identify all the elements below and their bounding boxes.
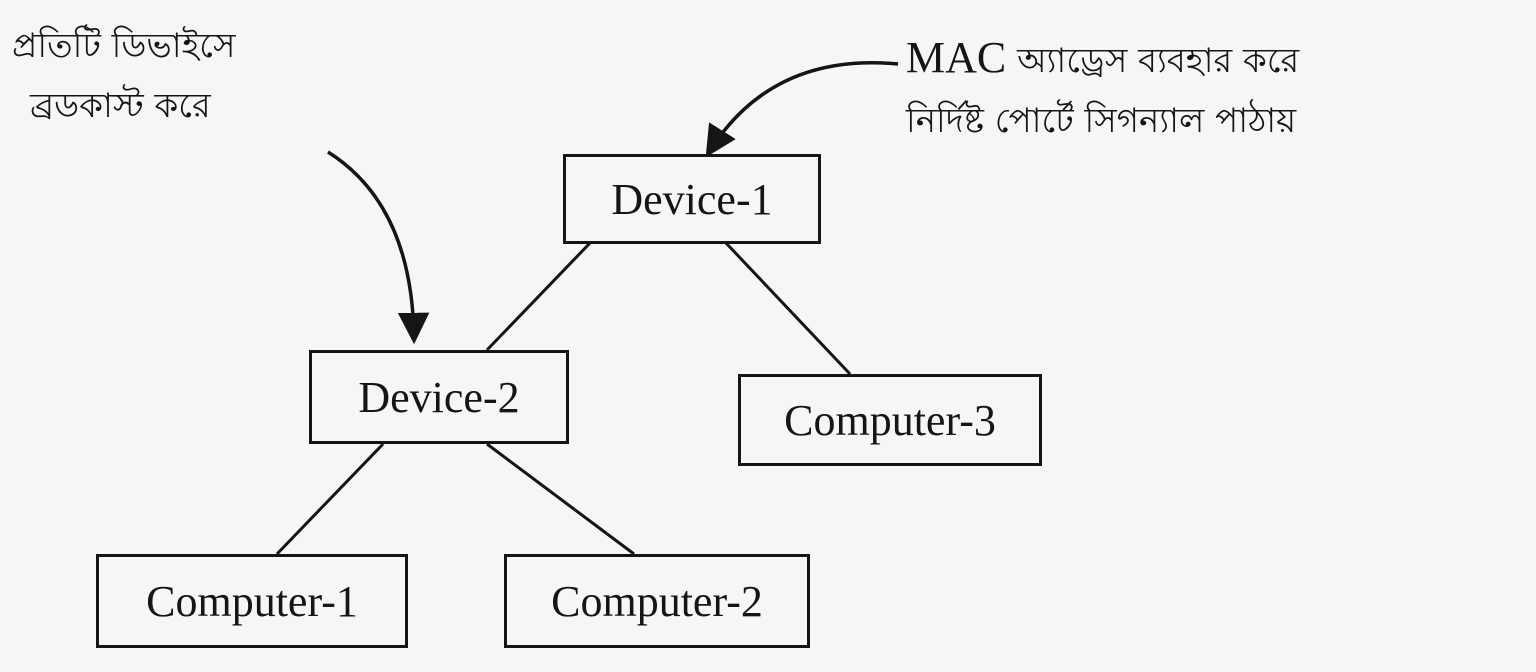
broadcast-arrow (327, 150, 430, 345)
device-1-node: Device-1 (563, 154, 821, 244)
computer-2-node: Computer-2 (504, 554, 810, 648)
broadcast-annotation-line-1: প্রতিটি ডিভাইসে (12, 26, 236, 66)
computer-1-node: Computer-1 (96, 554, 408, 648)
mac-arrow (705, 61, 899, 158)
link-device1-device2 (485, 241, 592, 352)
device-2-node: Device-2 (309, 350, 569, 444)
broadcast-annotation: প্রতিটি ডিভাইসে ব্রডকাস্ট করে (12, 16, 235, 136)
computer-3-node: Computer-3 (738, 374, 1042, 466)
link-device2-computer1 (275, 442, 385, 556)
broadcast-annotation-line-2: ব্রডকাস্ট করে (30, 86, 211, 126)
mac-annotation-rest: অ্যাড্রেস ব্যবহার করে (1017, 41, 1300, 81)
mac-annotation: MAC অ্যাড্রেস ব্যবহার করে নির্দিষ্ট পোর্… (906, 28, 1299, 151)
mac-annotation-prefix: MAC (906, 33, 1007, 82)
mac-annotation-line-1: MAC অ্যাড্রেস ব্যবহার করে (906, 28, 1299, 91)
link-device1-computer3 (724, 241, 852, 376)
mac-annotation-line-2: নির্দিষ্ট পোর্টে সিগন্যাল পাঠায় (906, 101, 1297, 141)
link-device2-computer2 (486, 442, 635, 556)
